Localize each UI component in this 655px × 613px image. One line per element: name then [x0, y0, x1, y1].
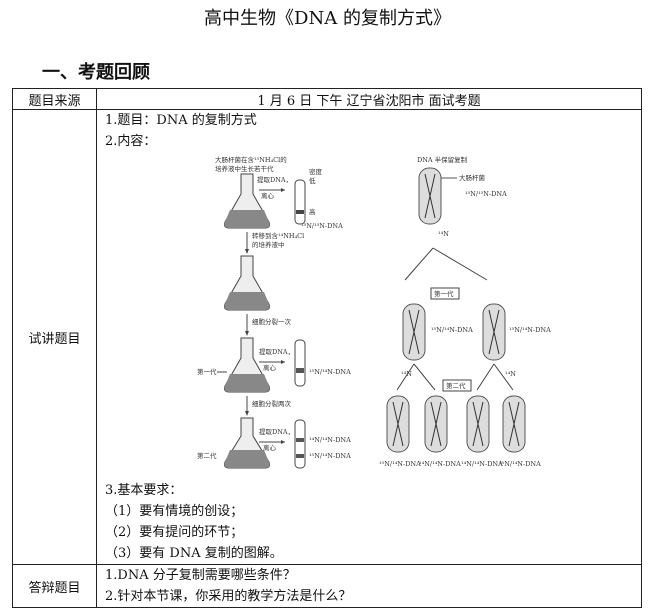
- gen1-dna-left: ¹⁵N/¹⁴N-DNA: [431, 326, 473, 334]
- extract2-a: 提取DNA，: [259, 347, 294, 356]
- left-note-2: 培养液中生长若干代: [215, 164, 274, 173]
- req-item-3: （3）要有 DNA 复制的图解。: [105, 546, 283, 561]
- qa-question-2: 2.针对本节课，你采用的教学方法是什么？: [105, 589, 352, 604]
- transfer-b: 的培养液中: [252, 240, 285, 249]
- divide2-label: 细胞分裂两次: [252, 399, 292, 408]
- gen2-label-1: ¹⁵N/¹⁴N-DNA: [379, 460, 421, 468]
- page-title: 高中生物《DNA 的复制方式》: [204, 8, 451, 29]
- topic-line-1: 1.题目：DNA 的复制方式: [105, 113, 257, 128]
- exam-table: 题目来源 1 月 6 日 下午 辽宁省沈阳市 面试考题 试讲题目 1.题目：DN…: [12, 88, 642, 608]
- density-label: 密度: [309, 167, 323, 176]
- left-figure: 大肠杆菌在含¹⁵NH₄Cl的 培养液中生长若干代 提取DNA， 离心 密度 低: [197, 155, 351, 469]
- topic-line-2: 2.内容：: [105, 134, 157, 149]
- extract3-b: 离心: [263, 443, 277, 452]
- tube-1: [294, 179, 306, 225]
- branch-1: [404, 247, 488, 281]
- tube-2: [294, 339, 306, 387]
- section-heading: 一、考题回顾: [42, 62, 150, 83]
- source-value: 1 月 6 日 下午 辽宁省沈阳市 面试考题: [96, 88, 642, 110]
- band1-label: ¹⁵N/¹⁵N-DNA: [301, 222, 343, 230]
- tube-3: [294, 419, 306, 469]
- divide1-label: 细胞分裂一次: [252, 317, 292, 326]
- req-title: 3.基本要求：: [105, 483, 183, 498]
- qa-question-1: 1.DNA 分子复制需要哪些条件？: [105, 568, 296, 583]
- gen2-box: [442, 379, 472, 392]
- gen2-label-3: ¹⁴N/¹⁴N-DNA: [461, 460, 503, 468]
- extract1-b: 离心: [261, 191, 275, 200]
- extract1-a: 提取DNA，: [257, 175, 292, 184]
- helix-0: [424, 173, 436, 219]
- source-label: 题目来源: [12, 88, 97, 110]
- n14-right: ¹⁴N: [505, 370, 516, 378]
- transfer-a: 转移到含¹⁴NH₄Cl: [252, 231, 304, 240]
- qa-label: 答辩题目: [12, 564, 97, 608]
- req-item-1: （1）要有情境的创设；: [105, 504, 244, 519]
- band2-label: ¹⁵N/¹⁴N-DNA: [309, 368, 351, 376]
- branch-2: [396, 363, 514, 391]
- band3a-label: ¹⁴N/¹⁴N-DNA: [309, 436, 351, 444]
- density-high: 高: [309, 207, 316, 216]
- n14-left: ¹⁴N: [401, 370, 412, 378]
- qa-row: 答辩题目 1.DNA 分子复制需要哪些条件？ 2.针对本节课，你采用的教学方法是…: [12, 564, 642, 608]
- gen1-box-label: 第一代: [434, 289, 454, 298]
- topic-content: 1.题目：DNA 的复制方式 2.内容： 大肠杆菌在含¹⁵NH₄Cl的 培养液中…: [96, 109, 642, 565]
- qa-content: 1.DNA 分子复制需要哪些条件？ 2.针对本节课，你采用的教学方法是什么？: [96, 564, 642, 608]
- gen1-box: [430, 287, 460, 300]
- gen1-dna-right: ¹⁵N/¹⁴N-DNA: [509, 326, 551, 334]
- topic-label: 试讲题目: [12, 109, 97, 565]
- label-dna: ¹⁵N/¹⁵N-DNA: [465, 190, 507, 198]
- right-figure: DNA 半保留复制 大肠杆菌 ¹⁵N/¹⁵N-DNA ¹⁴N 第一代: [379, 155, 551, 468]
- flask-1-liquid: [224, 210, 270, 228]
- density-low: 低: [309, 176, 316, 185]
- left-note-1: 大肠杆菌在含¹⁵NH₄Cl的: [215, 155, 287, 164]
- gen2-box-label: 第二代: [446, 381, 466, 390]
- extract2-b: 离心: [263, 363, 277, 372]
- n14-top: ¹⁴N: [438, 230, 449, 238]
- gen2-label: 第二代: [197, 451, 217, 460]
- gen1-label: 第一代: [197, 367, 217, 376]
- figure-area: 大肠杆菌在含¹⁵NH₄Cl的 培养液中生长若干代 提取DNA， 离心 密度 低: [97, 152, 641, 480]
- gen2-label-2: ¹⁴N/¹⁴N-DNA: [419, 460, 461, 468]
- source-row: 题目来源 1 月 6 日 下午 辽宁省沈阳市 面试考题: [12, 88, 642, 110]
- band3b-label: ¹⁵N/¹⁴N-DNA: [309, 452, 351, 460]
- label-ecoli: 大肠杆菌: [459, 173, 486, 182]
- extract3-a: 提取DNA，: [259, 427, 294, 436]
- gen2-label-4: ¹⁵N/¹⁴N-DNA: [499, 460, 541, 468]
- tube-1-band: [296, 210, 304, 214]
- figure-svg: 大肠杆菌在含¹⁵NH₄Cl的 培养液中生长若干代 提取DNA， 离心 密度 低: [197, 155, 551, 469]
- topic-row: 试讲题目 1.题目：DNA 的复制方式 2.内容： 大肠杆菌在含¹⁵NH₄Cl的…: [12, 109, 642, 565]
- req-item-2: （2）要有提问的环节；: [105, 525, 244, 540]
- right-title: DNA 半保留复制: [417, 155, 468, 164]
